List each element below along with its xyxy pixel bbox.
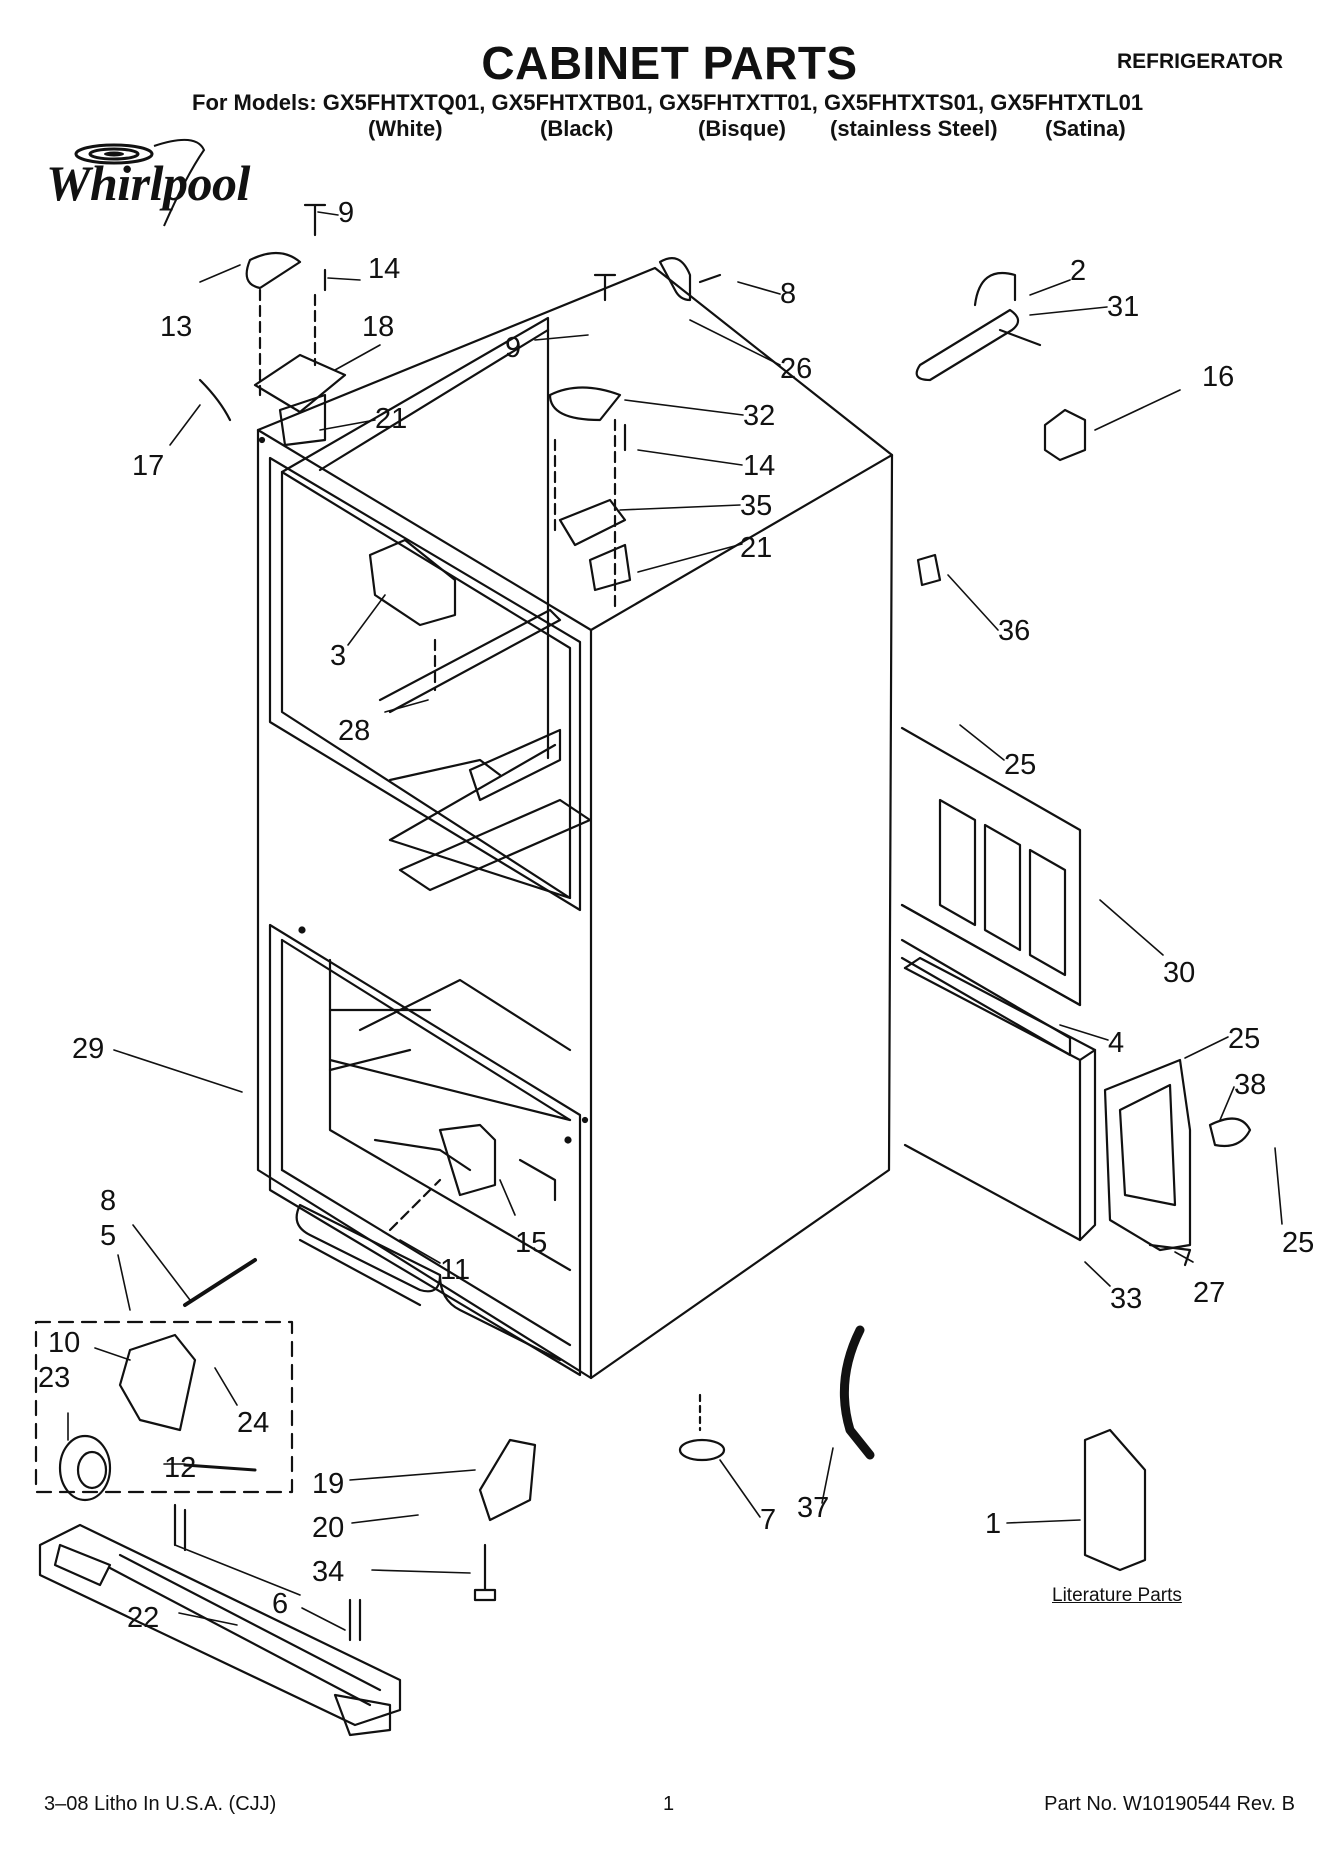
cabinet-body bbox=[256, 266, 894, 1380]
callout-26: 26 bbox=[780, 353, 812, 385]
literature-parts-label: Literature Parts bbox=[1052, 1585, 1182, 1606]
callout-37: 37 bbox=[797, 1492, 829, 1524]
callout-15: 15 bbox=[515, 1227, 547, 1259]
callout-16: 16 bbox=[1202, 361, 1234, 393]
callout-28: 28 bbox=[338, 715, 370, 747]
callout-10: 10 bbox=[48, 1327, 80, 1359]
callout-17: 17 bbox=[132, 450, 164, 482]
callout-38: 38 bbox=[1234, 1069, 1266, 1101]
footer-part-number: Part No. W10190544 Rev. B bbox=[1044, 1793, 1295, 1815]
grommet-7 bbox=[678, 1438, 726, 1462]
callout-35: 35 bbox=[740, 490, 772, 522]
callout-14: 14 bbox=[368, 253, 400, 285]
callout-34: 34 bbox=[312, 1556, 344, 1588]
callout-9: 9 bbox=[338, 197, 354, 229]
callout-4: 4 bbox=[1108, 1027, 1124, 1059]
connector-16 bbox=[1043, 408, 1087, 462]
rear-panels bbox=[900, 726, 1097, 1242]
callout-1: 1 bbox=[985, 1508, 1001, 1540]
literature-1 bbox=[1083, 1428, 1147, 1572]
callout-25: 25 bbox=[1228, 1023, 1260, 1055]
callout-24: 24 bbox=[237, 1407, 269, 1439]
callout-21: 21 bbox=[740, 532, 772, 564]
callout-22: 22 bbox=[127, 1602, 159, 1634]
color-satina: (Satina) bbox=[1045, 116, 1126, 141]
callout-30: 30 bbox=[1163, 957, 1195, 989]
callout-27: 27 bbox=[1193, 1277, 1225, 1309]
callout-33: 33 bbox=[1110, 1283, 1142, 1315]
callout-7: 7 bbox=[760, 1504, 776, 1536]
bracket-15 bbox=[438, 1123, 497, 1197]
category-label: REFRIGERATOR bbox=[1116, 50, 1283, 73]
callout-14: 14 bbox=[743, 450, 775, 482]
callout-32: 32 bbox=[743, 400, 775, 432]
caster-group-box bbox=[34, 1320, 294, 1494]
color-black: (Black) bbox=[540, 116, 614, 141]
control-housing bbox=[1103, 1058, 1252, 1267]
toe-grille bbox=[38, 1503, 402, 1737]
leveler-34 bbox=[473, 1543, 497, 1602]
callout-3: 3 bbox=[330, 640, 346, 672]
callout-21: 21 bbox=[375, 403, 407, 435]
top-center-hinge bbox=[548, 273, 632, 612]
hose-37 bbox=[839, 1325, 875, 1460]
caster-wheel bbox=[58, 1434, 112, 1502]
callout-20: 20 bbox=[312, 1512, 344, 1544]
callout-8: 8 bbox=[100, 1185, 116, 1217]
footer-litho: 3–08 Litho In U.S.A. (CJJ) bbox=[44, 1793, 277, 1815]
hinge-cover bbox=[658, 257, 692, 302]
callout-9: 9 bbox=[505, 332, 521, 364]
callout-29: 29 bbox=[72, 1033, 104, 1065]
damper-3 bbox=[368, 538, 457, 627]
callout-6: 6 bbox=[272, 1588, 288, 1620]
callout-25: 25 bbox=[1004, 749, 1036, 781]
footer-page-number: 1 bbox=[663, 1793, 675, 1815]
top-left-hinge bbox=[198, 203, 347, 447]
callout-12: 12 bbox=[164, 1452, 196, 1484]
leader-lines bbox=[67, 211, 1283, 1631]
callout-23: 23 bbox=[38, 1362, 70, 1394]
callout-5: 5 bbox=[100, 1220, 116, 1252]
page-title: CABINET PARTS bbox=[481, 37, 858, 89]
clip-36 bbox=[916, 553, 942, 587]
color-bisque: (Bisque) bbox=[698, 116, 786, 141]
hinge-19 bbox=[478, 1438, 537, 1522]
color-stainless: (stainless Steel) bbox=[830, 116, 998, 141]
callout-25: 25 bbox=[1282, 1227, 1314, 1259]
callout-11: 11 bbox=[440, 1254, 470, 1286]
callout-36: 36 bbox=[998, 615, 1030, 647]
brand-logo-icon bbox=[74, 139, 206, 227]
rod-8 bbox=[183, 1258, 257, 1307]
callout-13: 13 bbox=[160, 311, 192, 343]
callout-18: 18 bbox=[362, 311, 394, 343]
callout-2: 2 bbox=[1070, 255, 1086, 287]
models-line: For Models: GX5FHTXTQ01, GX5FHTXTB01, GX… bbox=[192, 90, 1144, 115]
callout-19: 19 bbox=[312, 1468, 344, 1500]
caster-bracket bbox=[118, 1333, 197, 1432]
water-tube bbox=[915, 271, 1042, 382]
color-white: (White) bbox=[368, 116, 443, 141]
callout-8: 8 bbox=[780, 278, 796, 310]
callout-31: 31 bbox=[1107, 291, 1139, 323]
brand-logo: Whirlpool bbox=[46, 155, 250, 211]
